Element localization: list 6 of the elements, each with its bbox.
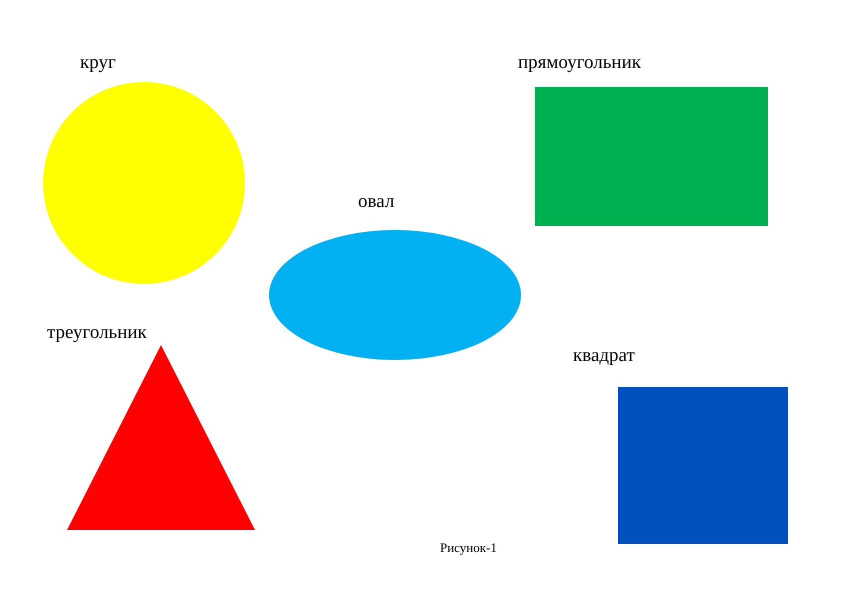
shape-label: квадрат — [573, 345, 635, 367]
shape-label: прямоугольник — [518, 52, 641, 74]
shape-label: круг — [80, 52, 116, 74]
shape-label: овал — [358, 191, 394, 213]
shape-label: треугольник — [47, 322, 147, 344]
figure-caption: Рисунок-1 — [440, 540, 497, 556]
